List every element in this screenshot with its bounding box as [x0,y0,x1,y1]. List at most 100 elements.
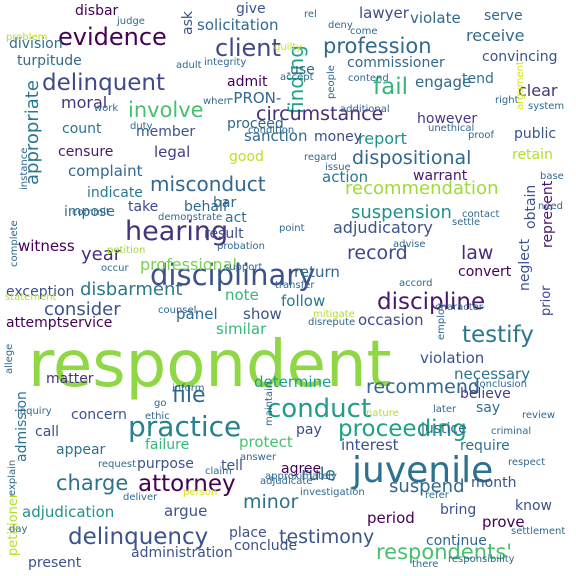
word-day: day [9,524,28,535]
word-regard: regard [304,152,337,163]
word-member: member [136,124,196,140]
word-employ: employ [436,302,447,340]
word-client: client [215,34,281,62]
word-complete: complete [9,220,20,267]
word-appear: appear [56,442,106,458]
word-record: record [347,242,408,264]
word-evidence: evidence [58,23,167,51]
word-obtain: obtain [523,184,539,229]
word-unethical: unethical [428,123,475,134]
word-later: later [433,404,457,415]
word-however: however [417,111,478,127]
word-protect: protect [239,433,293,451]
word-impose: impose [64,204,115,220]
word-rel: rel [304,9,317,20]
word-delinquency: delinquency [68,524,209,550]
word-bar: bar [213,195,237,211]
word-pay: pay [296,422,322,438]
word-investigation: investigation [300,487,365,498]
word-disciplinary: disciplinary [150,258,316,292]
word-purpose: purpose [137,456,194,472]
word-suspension: suspension [351,202,452,223]
word-consider: consider [44,299,121,320]
word-good: good [229,149,264,165]
word-failure: failure [145,437,190,453]
word-probation: probation [217,241,265,252]
word-violation: violation [420,349,485,367]
word-tell: tell [221,458,243,474]
word-adjudicatory: adjudicatory [333,218,433,237]
word-contend: contend [348,73,389,84]
word-minor: minor [243,491,299,513]
word-inquiry: inquiry [17,406,52,417]
word-believe: believe [460,386,511,402]
word-deliver: deliver [123,492,158,503]
word-agree: agree [281,461,322,477]
word-system: system [528,101,565,112]
word-show: show [243,305,282,323]
word-character: character [435,302,483,313]
word-circumstance: circumstance [256,103,384,125]
word-instance: instance [19,147,30,190]
word-settlement: settlement [511,526,566,537]
word-conclude: conclude [234,538,298,554]
word-testify: testify [462,322,534,348]
word-action: action [322,168,369,186]
word-additional: additional [340,104,390,115]
word-problem: problem [6,32,48,43]
word-professional: professional [140,255,237,274]
word-charge: charge [56,471,129,495]
word-file: file [172,383,206,408]
word-convincing: convincing [482,49,558,65]
word-person: person [183,487,218,498]
word-proceed: proceed [227,116,284,132]
word-retain: retain [512,147,553,163]
word-discipline: discipline [377,289,486,315]
word-work: work [94,103,119,114]
word-know: know [515,498,552,514]
word-right: right [495,95,519,106]
word-approximately: approximately [265,471,337,482]
word-people: people [326,65,337,99]
word-come: come [350,26,378,37]
word-mitigate: mitigate [313,309,355,320]
word-engage: engage [415,73,472,91]
word-hearing: hearing [125,216,229,247]
word-disbarment: disbarment [80,279,183,300]
word-transfer: transfer [275,280,315,291]
word-integrity: integrity [204,57,247,68]
word-duty: duty [130,121,153,132]
word-dispositional: dispositional [352,147,472,169]
word-contact: contact [462,209,500,220]
word-concern: concern [71,407,127,423]
word-issue: issue [325,162,351,173]
word-support: support [224,262,263,273]
word-base: base [540,171,564,182]
word-determine: determine [254,373,332,391]
word-lawyer: lawyer [359,4,409,22]
word-interest: interest [341,436,399,454]
word-law: law [461,242,494,264]
word-public: public [514,126,557,142]
word-proof: proof [468,130,494,141]
word-continue: continue [426,533,487,549]
word-report: report [358,129,407,148]
word-month: month [471,475,517,491]
word-profession: profession [323,34,432,58]
word-say: say [476,400,501,416]
word-return: return [294,263,340,281]
word-turpitude: turpitude [17,53,82,69]
word-ask: ask [180,11,196,35]
word-complaint: complaint [68,162,143,180]
word-present: present [28,555,82,571]
word-practice: practice [128,410,242,443]
word-argue: argue [164,502,208,520]
word-nature: nature [366,408,399,419]
word-settle: settle [452,217,481,228]
word-witness: witness [18,237,75,255]
word-count: count [62,121,102,137]
word-respondent: respondent [28,328,392,402]
word-accept: accept [280,72,314,83]
word-respondents: respondents' [376,540,513,564]
